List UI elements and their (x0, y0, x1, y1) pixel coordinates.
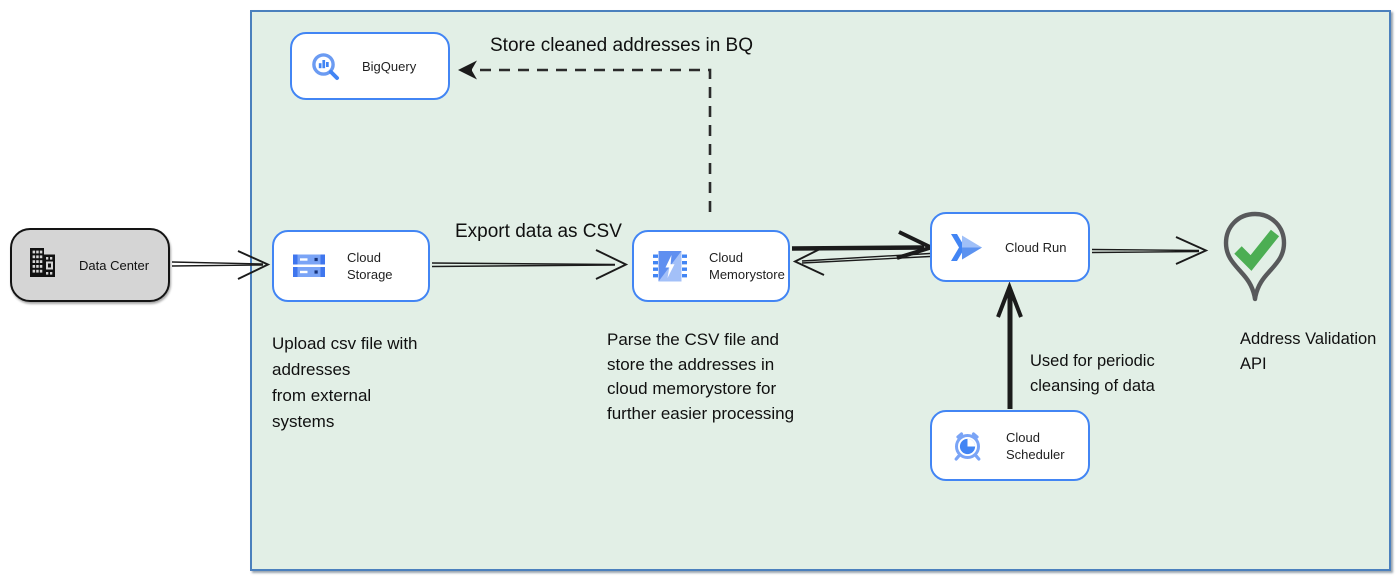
map-pin-icon (1223, 211, 1287, 302)
node-cloud-run[interactable]: Cloud Run (930, 212, 1090, 282)
gcp-boundary-box (250, 10, 1391, 571)
building-icon (30, 248, 55, 282)
alarm-clock-icon (951, 429, 984, 462)
storage-buckets-icon (293, 254, 325, 278)
node-label: Cloud Scheduler (1006, 429, 1065, 462)
node-label: Data Center (79, 257, 150, 273)
node-cloud-storage[interactable]: Cloud Storage (272, 230, 430, 302)
annotation-parse-csv: Parse the CSV file and store the address… (607, 330, 795, 423)
node-label: Cloud Storage (347, 250, 393, 282)
annotation-address-validation-api: Address Validation API (1240, 330, 1377, 373)
node-cloud-memorystore[interactable]: Cloud Memorystore (632, 230, 790, 302)
node-label: Cloud Run (1005, 239, 1067, 255)
annotation-export-csv: Export data as CSV (455, 221, 622, 242)
annotation-periodic-cleansing: Used for periodic cleansing of data (1030, 352, 1155, 395)
node-data-center[interactable]: Data Center (10, 228, 170, 302)
node-label: BigQuery (362, 58, 417, 74)
node-bigquery[interactable]: BigQuery (290, 32, 450, 100)
checkmark-icon (1234, 229, 1280, 271)
node-cloud-scheduler[interactable]: Cloud Scheduler (930, 410, 1090, 481)
node-label: Cloud Memorystore (709, 250, 785, 282)
address-validation-pin[interactable] (1222, 211, 1288, 314)
memory-chip-bolt-icon (653, 250, 687, 282)
annotation-upload-csv: Upload csv file with addresses from exte… (272, 334, 418, 431)
annotation-store-bq: Store cleaned addresses in BQ (490, 35, 753, 56)
double-chevron-icon (951, 233, 983, 261)
bigquery-icon (311, 52, 340, 81)
